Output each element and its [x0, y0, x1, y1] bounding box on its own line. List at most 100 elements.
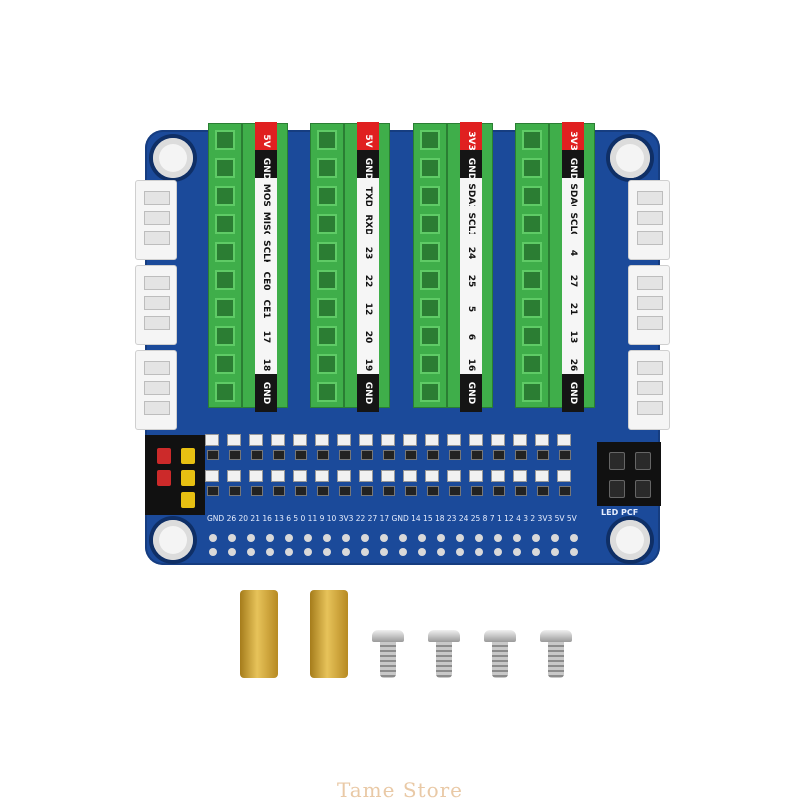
- terminal-screws: [515, 123, 549, 408]
- smd-resistor: [383, 486, 395, 496]
- terminal-labels: 5V GND TXD RXD 23 22 12 20 19 GND: [344, 122, 390, 412]
- smd-led: [249, 434, 263, 446]
- smd-led: [425, 470, 439, 482]
- jumper: [635, 480, 651, 498]
- smd-resistor: [427, 450, 439, 460]
- gpio-pin: [475, 534, 483, 542]
- mounting-hole-bottom-right: [610, 520, 650, 560]
- smd-resistor: [207, 486, 219, 496]
- gpio-pin: [418, 534, 426, 542]
- smd-led: [205, 434, 219, 446]
- gpio-pin: [209, 534, 217, 542]
- gpio-pin: [266, 548, 274, 556]
- smd-resistor: [449, 450, 461, 460]
- gpio-pin: [228, 534, 236, 542]
- smd-resistor: [251, 450, 263, 460]
- pin-header-left: [145, 435, 205, 515]
- terminal-label: GND: [357, 374, 379, 412]
- gpio-pin: [437, 534, 445, 542]
- gpio-pin: [399, 548, 407, 556]
- smd-led: [447, 470, 461, 482]
- gpio-pin: [456, 534, 464, 542]
- smd-led: [315, 434, 329, 446]
- gpio-pin: [437, 548, 445, 556]
- gpio-pin: [323, 548, 331, 556]
- gpio-pin: [361, 548, 369, 556]
- jumper: [181, 470, 195, 486]
- gpio-pin: [304, 534, 312, 542]
- terminal-label: GND: [562, 374, 584, 412]
- terminal-block-2: 5V GND TXD RXD 23 22 12 20 19 GND: [310, 122, 390, 412]
- jumper: [181, 448, 195, 464]
- gpio-pin: [551, 534, 559, 542]
- gpio-pin: [570, 548, 578, 556]
- brass-standoff-icon: [310, 590, 348, 678]
- smd-led: [535, 434, 549, 446]
- gpio-pin: [285, 534, 293, 542]
- jumper: [157, 470, 171, 486]
- mounting-hole-bottom-left: [153, 520, 193, 560]
- smd-resistor: [537, 450, 549, 460]
- smd-resistor: [383, 450, 395, 460]
- smd-led: [227, 470, 241, 482]
- smd-resistor: [251, 486, 263, 496]
- smd-resistor: [405, 450, 417, 460]
- watermark-text: Tame Store: [336, 778, 464, 802]
- smd-led: [359, 470, 373, 482]
- jumper: [635, 452, 651, 470]
- gpio-pin: [247, 548, 255, 556]
- machine-screw-icon: [372, 630, 404, 678]
- smd-resistor: [361, 450, 373, 460]
- smd-led: [403, 470, 417, 482]
- smd-led: [381, 470, 395, 482]
- smd-resistor: [229, 450, 241, 460]
- smd-resistor: [471, 450, 483, 460]
- smd-resistor: [229, 486, 241, 496]
- brass-standoff-icon: [240, 590, 278, 678]
- smd-led: [337, 470, 351, 482]
- smd-led: [469, 434, 483, 446]
- terminal-labels: 3V3 GND SDA0 SCL0 4 27 21 13 26 GND: [549, 122, 595, 412]
- gpio-pin: [494, 534, 502, 542]
- jst-connector: [135, 180, 177, 260]
- terminal-labels: 5V GND MOSI MISO SCLK CE0 CE1 17 18 GND: [242, 122, 288, 412]
- terminal-label: GND: [460, 374, 482, 412]
- smd-led: [535, 470, 549, 482]
- gpio-pin: [304, 548, 312, 556]
- smd-led: [557, 434, 571, 446]
- gpio-pin: [570, 534, 578, 542]
- machine-screw-icon: [540, 630, 572, 678]
- smd-led: [249, 470, 263, 482]
- gpio-pin: [285, 548, 293, 556]
- smd-led: [491, 470, 505, 482]
- smd-led: [447, 434, 461, 446]
- smd-resistor: [207, 450, 219, 460]
- smd-resistor: [493, 450, 505, 460]
- smd-led: [293, 470, 307, 482]
- smd-led: [227, 434, 241, 446]
- smd-resistor: [449, 486, 461, 496]
- gpio-pin: [266, 534, 274, 542]
- gpio-pin: [323, 534, 331, 542]
- terminal-screws: [208, 123, 242, 408]
- gpio-pin: [361, 534, 369, 542]
- gpio-pin: [494, 548, 502, 556]
- smd-resistor: [317, 486, 329, 496]
- jumper: [609, 452, 625, 470]
- smd-led: [403, 434, 417, 446]
- smd-resistor: [317, 450, 329, 460]
- smd-led: [513, 470, 527, 482]
- gpio-expansion-board: 5V GND MOSI MISO SCLK CE0 CE1 17 18 GND …: [135, 122, 670, 565]
- bottom-silkscreen-row: GND 26 20 21 16 13 6 5 0 11 9 10 3V3 22 …: [207, 514, 577, 523]
- smd-resistor: [295, 486, 307, 496]
- gpio-pin: [418, 548, 426, 556]
- pcf-label: LED PCF: [601, 508, 639, 517]
- smd-led: [491, 434, 505, 446]
- smd-resistor: [493, 486, 505, 496]
- smd-resistor: [471, 486, 483, 496]
- smd-led: [359, 434, 373, 446]
- smd-led: [513, 434, 527, 446]
- terminal-block-3: 3V3 GND SDA1 SCL1 24 25 5 6 16 GND: [413, 122, 493, 412]
- jumper: [157, 448, 171, 464]
- pin-header-right: [597, 442, 661, 506]
